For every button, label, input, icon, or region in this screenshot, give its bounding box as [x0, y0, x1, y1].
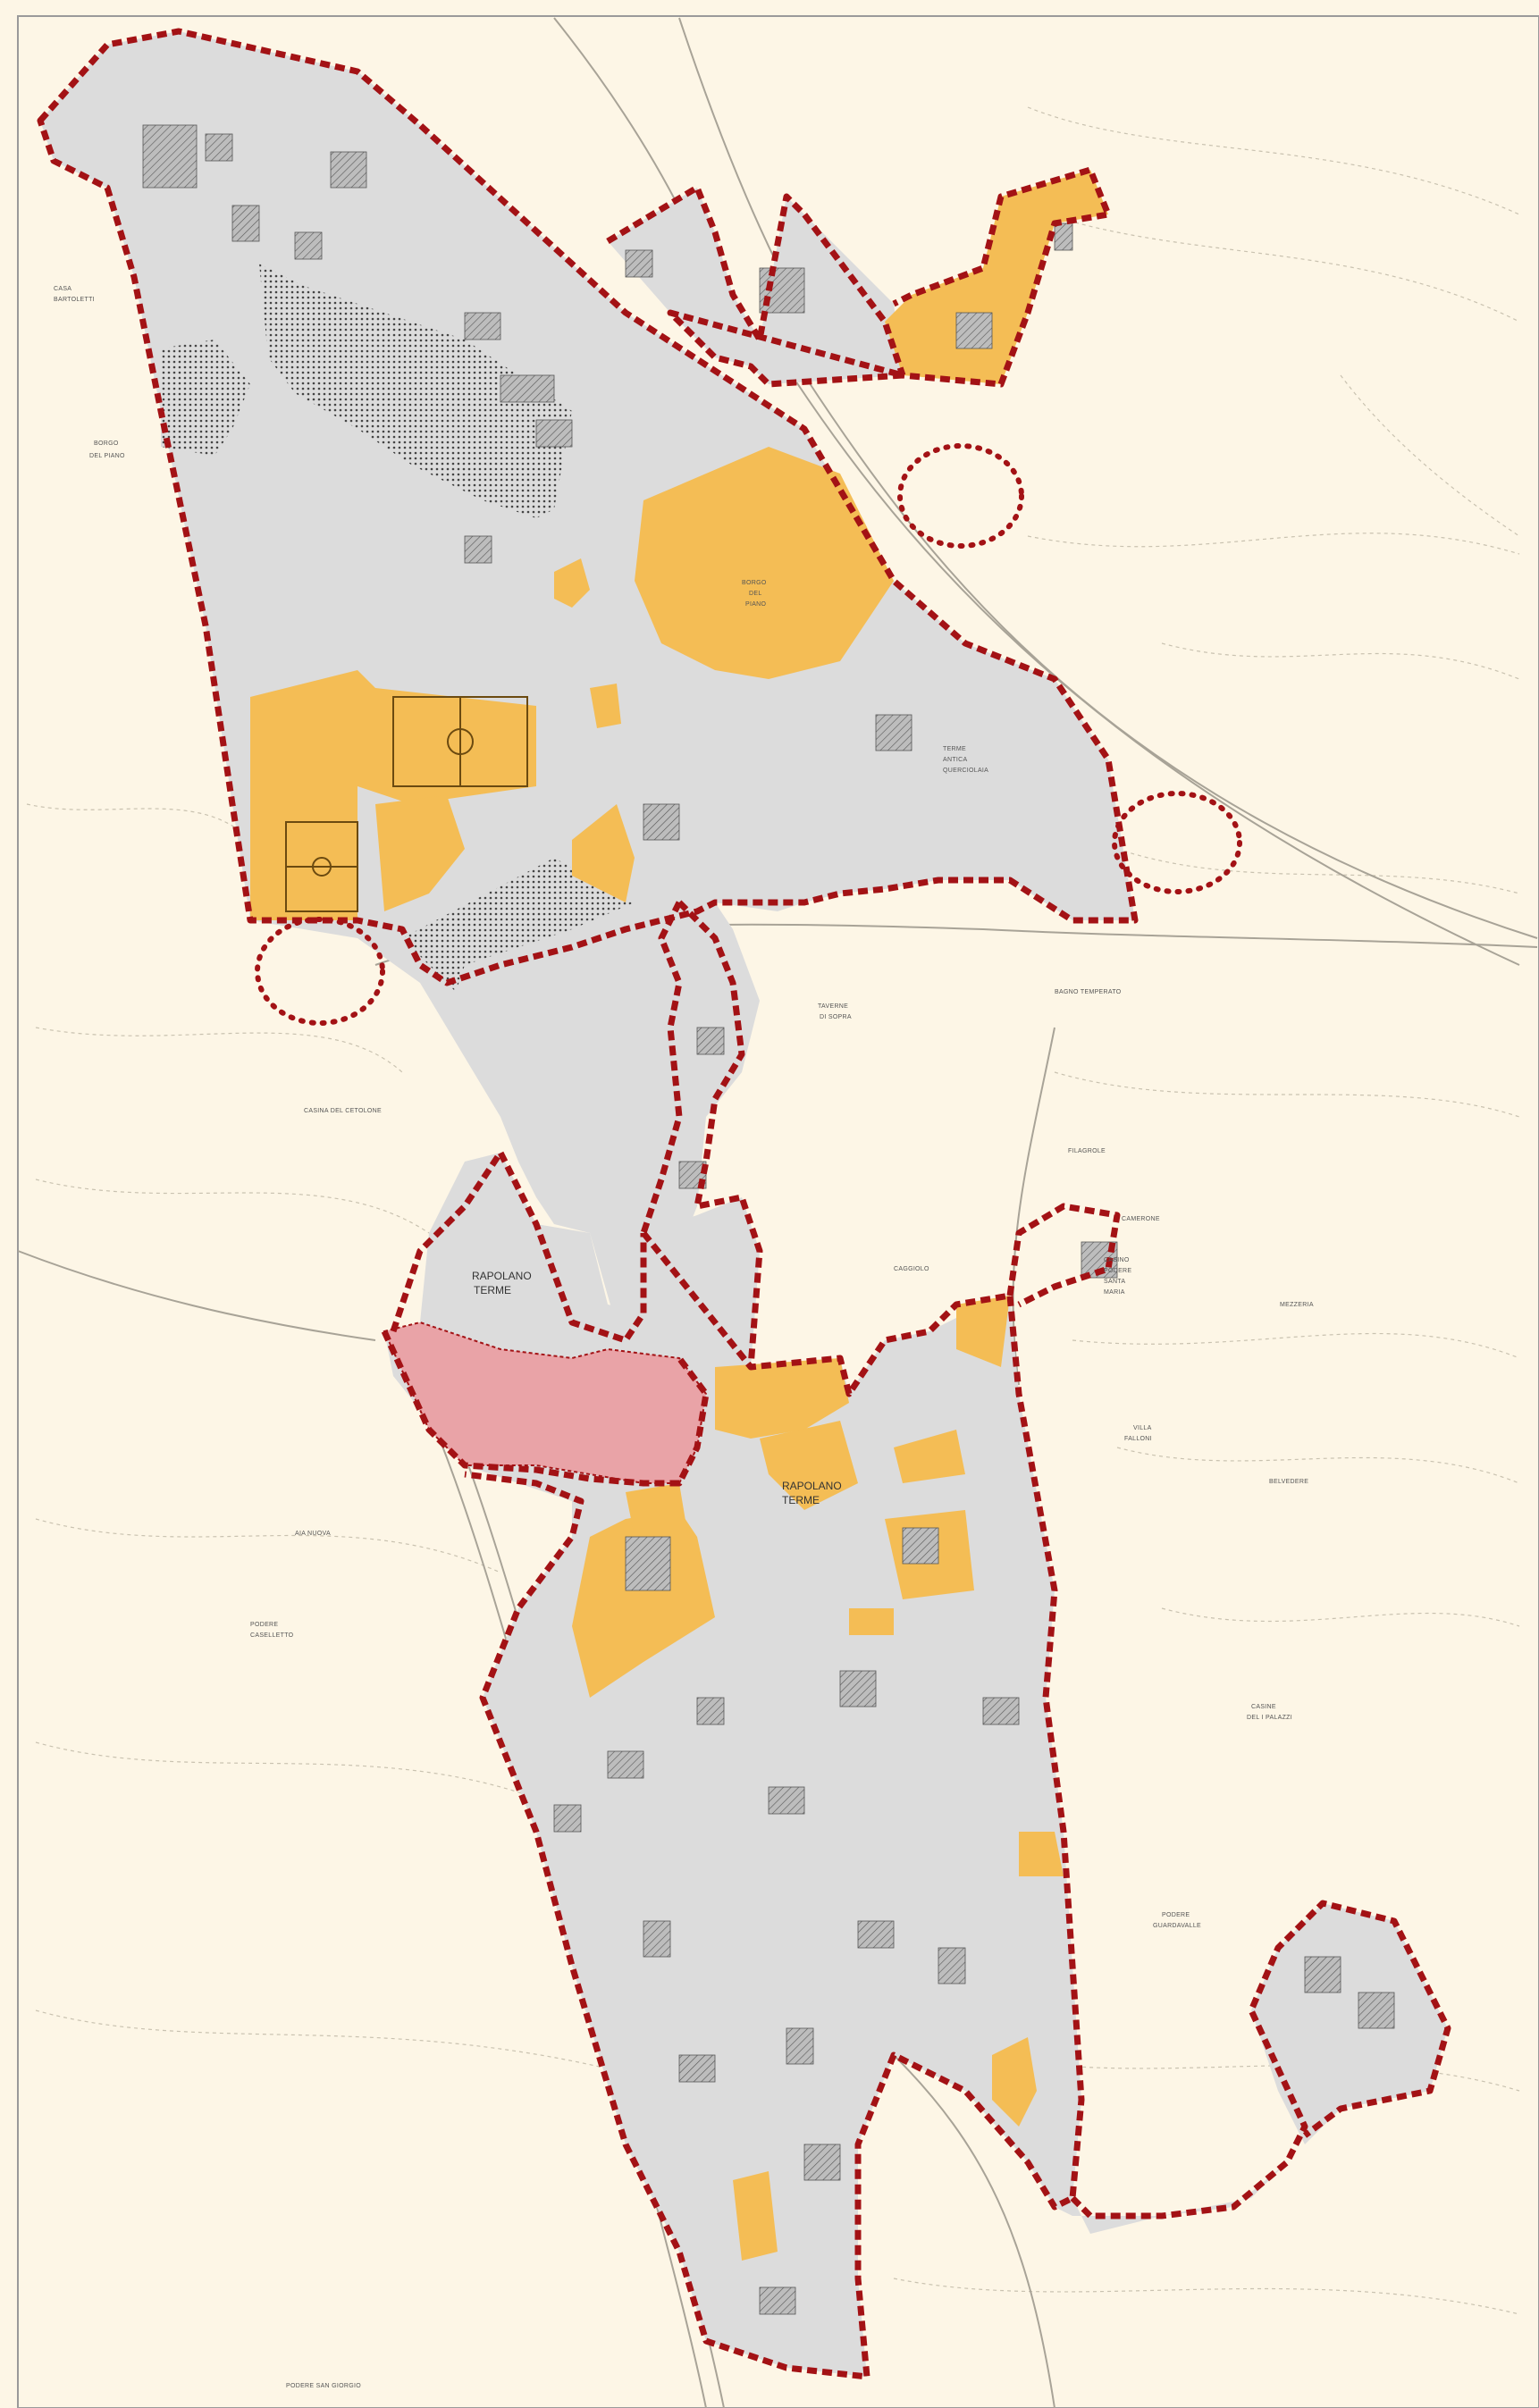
rapolano-north-zone: [420, 1153, 643, 1340]
boundary-historic: [381, 1330, 710, 1487]
label-filagrole: FILAGROLE: [1068, 1148, 1106, 1154]
dotted-zone-west: [161, 340, 250, 456]
label-borgo-2: DEL: [749, 591, 762, 597]
label-casa-1: CASA: [54, 286, 71, 292]
service-zone-mid-2: [849, 1608, 894, 1635]
label-terme-2: ANTICA: [943, 757, 968, 763]
label-terme-south: TERME: [782, 1494, 820, 1506]
boundary-southeast: [1070, 1900, 1451, 2219]
dotted-zone-north: [259, 264, 572, 518]
label-casino-3: SANTA: [1104, 1279, 1125, 1285]
label-taverne-1: TAVERNE: [818, 1003, 848, 1010]
label-mezzeria: MEZZERIA: [1280, 1302, 1314, 1308]
label-casina: CASINA DEL CETOLONE: [304, 1108, 382, 1114]
label-belvedere: BELVEDERE: [1269, 1479, 1308, 1485]
service-zone-small-2: [375, 795, 465, 911]
label-bagno: BAGNO TEMPERATO: [1055, 989, 1122, 995]
dotted-zone-south: [402, 858, 635, 992]
service-zone-south: [733, 2171, 778, 2261]
label-casino-4: MARIA: [1104, 1289, 1125, 1296]
northeast-urban-zone: [608, 188, 903, 384]
label-rapolano-north: RAPOLANO: [472, 1270, 532, 1282]
boundary-northeast: [606, 166, 1112, 388]
boundary-north: [37, 28, 1139, 986]
urban-boundaries: [37, 28, 1451, 2380]
boundary-south: [464, 1230, 1085, 2380]
service-zone-east-2: [1019, 1832, 1064, 1876]
service-zone-borgo: [635, 447, 894, 679]
service-zone-small-3: [572, 804, 635, 902]
label-terme-north: TERME: [474, 1284, 511, 1296]
label-caggiolo: CAGGIOLO: [894, 1266, 929, 1272]
label-terme-1: TERME: [943, 746, 966, 752]
map-frame: [17, 15, 1539, 2408]
label-casino-1: CASINO: [1104, 1257, 1130, 1263]
label-borgo-w-1: BORGO: [94, 440, 119, 447]
circle-marker-2: [1112, 791, 1242, 894]
sports-fields: [285, 696, 528, 912]
service-zone-center: [715, 1358, 849, 1439]
circle-marker-3: [255, 917, 385, 1026]
label-podere-1: PODERE: [250, 1622, 278, 1628]
label-villa-1: VILLA: [1133, 1425, 1152, 1431]
service-zone-southeast: [992, 2037, 1037, 2127]
label-podere-e: PODERE: [1162, 1912, 1190, 1918]
service-zone-west-2: [626, 1483, 688, 1537]
label-taverne-2: DI SOPRA: [820, 1014, 852, 1020]
label-casa-2: BARTOLETTI: [54, 297, 95, 303]
label-podere-e2: GUARDAVALLE: [1153, 1923, 1201, 1929]
label-casine-1: CASINE: [1251, 1704, 1276, 1710]
label-borgo-1: BORGO: [742, 580, 767, 586]
label-casino-2: PODERE: [1104, 1268, 1131, 1274]
service-zone-center-2: [760, 1421, 858, 1510]
service-zone-west: [572, 1510, 715, 1698]
label-podere-2: CASELLETTO: [250, 1632, 294, 1639]
label-podere-san-giorgio: PODERE SAN GIORGIO: [286, 2383, 361, 2389]
map-labels: RAPOLANO TERME RAPOLANO TERME BORGO DEL …: [54, 286, 1314, 2389]
service-zone-small-1: [554, 558, 590, 608]
service-zone-tip: [956, 1296, 1010, 1367]
label-villa-2: FALLONI: [1124, 1436, 1152, 1442]
boundary-rapolano-north: [390, 1149, 647, 1344]
label-terme-3: QUERCIOLAIA: [943, 768, 988, 774]
label-casine-2: DEL I PALAZZI: [1247, 1715, 1292, 1721]
label-aia-nuova: AIA NUOVA: [295, 1531, 331, 1537]
circle-marker-1: [897, 443, 1024, 549]
label-camerone: CAMERONE: [1122, 1216, 1160, 1222]
boundary-corridor: [640, 900, 763, 1368]
label-borgo-w-2: DEL PIANO: [89, 453, 125, 459]
circle-markers: [255, 443, 1242, 1026]
label-rapolano-south: RAPOLANO: [782, 1480, 842, 1492]
service-zone-east: [894, 1430, 965, 1483]
label-borgo-3: PIANO: [745, 601, 767, 608]
boundary-east-spur: [1006, 1203, 1121, 1308]
service-zone-small-4: [590, 684, 621, 728]
